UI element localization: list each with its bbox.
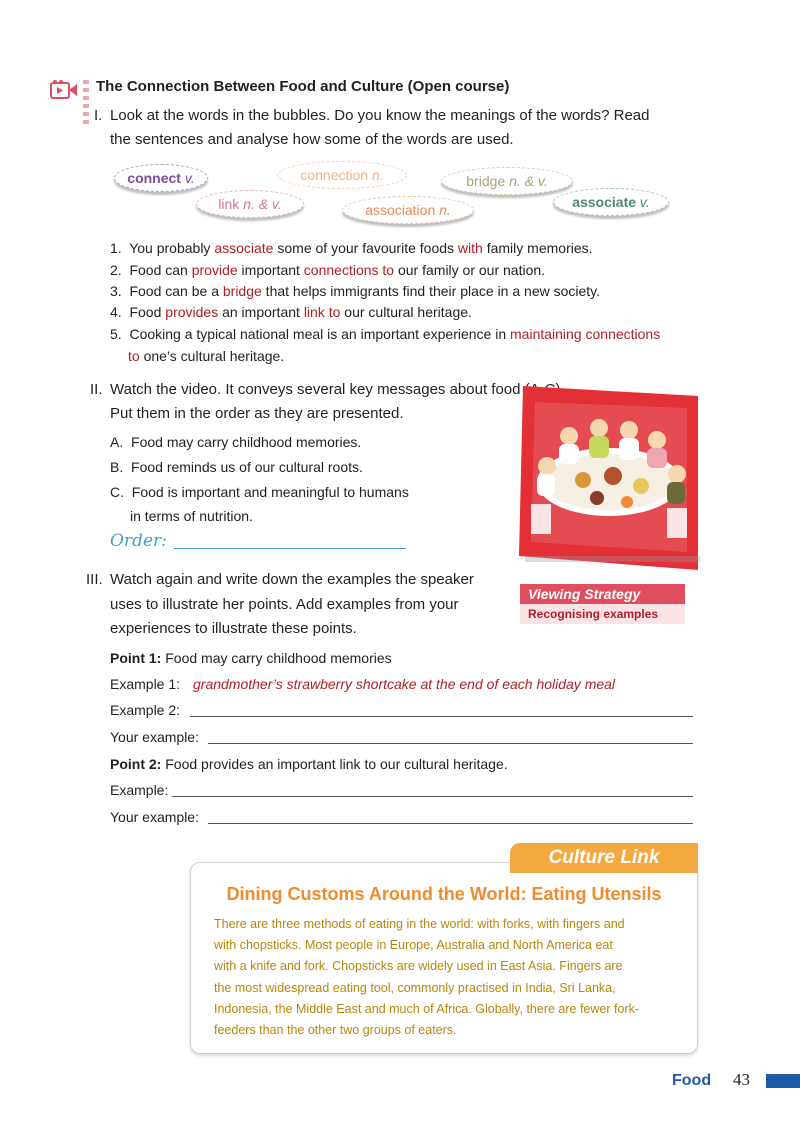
section-title: The Connection Between Food and Culture … [96,78,510,95]
dotted-marker [83,80,89,124]
bubble-pos: n. [371,167,384,183]
bubble-pos: n. & v. [509,173,548,189]
list-item: 4. Food provides an important link to ou… [110,304,472,320]
bubble-word: association [365,202,436,218]
culture-link-title: Dining Customs Around the World: Eating … [226,884,662,904]
bubble-association: association n. [342,196,474,224]
list-item: 1. You probably associate some of your f… [110,240,593,256]
q1-line2: the sentences and analyse how some of th… [110,131,514,148]
list-item: 3. Food can be a bridge that helps immig… [110,283,601,299]
video-icon [50,80,77,99]
culture-link-body: There are three methods of eating in the… [214,917,639,1038]
q3-line1: Watch again and write down the examples … [110,571,474,588]
example-2-label: Example 2: [110,702,181,718]
bubble-word: associate [572,194,637,210]
q2-line2: Put them in the order as they are presen… [110,405,404,422]
option-b: B. Food reminds us of our cultural roots… [110,459,363,475]
your-example-1-label: Your example: [110,729,199,745]
culture-link-box [190,862,698,1054]
option-c-continued: in terms of nutrition. [130,508,253,524]
bubble-word: connect [127,170,181,186]
list-item: 2. Food can provide important connection… [110,262,546,278]
bubble-pos: n. & v. [243,196,282,212]
footer-bar [766,1074,800,1088]
your-example-2-answer-line[interactable] [208,823,693,824]
bubble-bridge: bridge n. & v. [441,167,573,195]
bubble-word: connection [300,167,369,183]
point-2: Point 2: Food provides an important link… [110,756,508,772]
q3-line2: uses to illustrate her points. Add examp… [110,596,459,613]
q1-number: I. [94,107,103,124]
option-a: A. Food may carry childhood memories. [110,434,362,450]
point-1: Point 1: Food may carry childhood memori… [110,650,392,666]
example-label: Example: [110,782,169,798]
bubble-pos: v. [184,170,195,186]
order-label: Order: [110,531,167,551]
bubble-pos: n. [439,202,451,218]
your-example-1-answer-line[interactable] [208,743,693,744]
page-number: 43 [733,1070,750,1089]
your-example-2-label: Your example: [110,809,199,825]
bubble-connection: connection n. [277,161,407,189]
bubble-word: bridge [466,173,506,189]
q3-number: III. [86,571,103,588]
example-answer-line[interactable] [172,796,693,797]
q1-line1: Look at the words in the bubbles. Do you… [110,107,650,124]
culture-link-tab: Culture Link [510,843,698,873]
list-item: 5. Cooking a typical national meal is an… [110,326,661,342]
q2-number: II. [90,381,103,398]
example-2-answer-line[interactable] [190,716,693,717]
bubble-pos: v. [639,194,650,210]
example-1-label: Example 1: [110,676,181,692]
list-item-continued: to one’s cultural heritage. [128,348,285,364]
bubble-connect: connect v. [114,164,208,192]
q3-line3: experiences to illustrate these points. [110,620,357,637]
viewing-strategy-subtitle: Recognising examples [520,604,685,624]
family-dinner-image [519,386,700,570]
order-answer-line[interactable] [174,548,406,549]
bubble-word: link [218,196,240,212]
example-1-answer: grandmother’s strawberry shortcake at th… [193,676,616,692]
bubble-link: link n. & v. [196,190,304,218]
footer-section: Food [672,1072,712,1089]
bubble-associate: associate v. [553,188,669,216]
option-c: C. Food is important and meaningful to h… [110,484,409,500]
q2-line1: Watch the video. It conveys several key … [110,381,565,398]
viewing-strategy-title: Viewing Strategy [520,584,685,604]
